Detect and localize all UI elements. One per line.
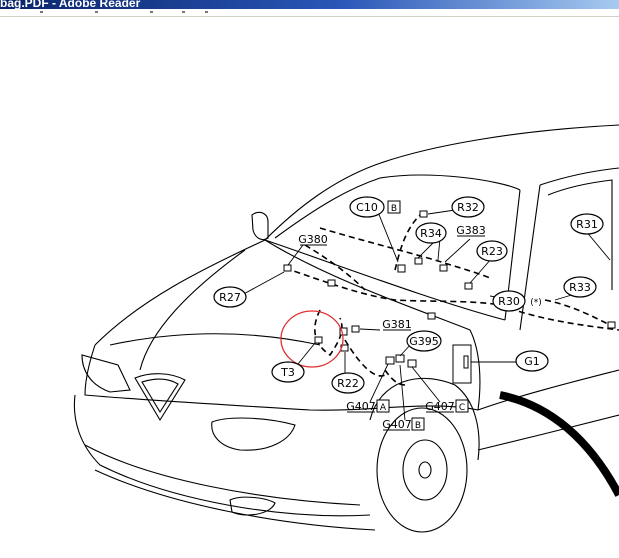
label-g407a-box: A — [380, 403, 387, 413]
harness-c10 — [394, 214, 421, 271]
roof-line — [264, 124, 619, 241]
window-title: bag.PDF - Adobe Reader — [0, 0, 141, 9]
label-r31: R31 — [576, 218, 598, 231]
label-r30-note: (*) — [530, 298, 542, 308]
front-wheel-cap — [418, 461, 432, 479]
label-t3: T3 — [280, 366, 295, 379]
toolbar-mark — [40, 11, 43, 13]
connector — [395, 354, 405, 363]
connector — [464, 282, 473, 290]
connector — [407, 359, 417, 368]
connector — [427, 312, 436, 320]
hood-front — [84, 344, 479, 411]
connector — [351, 325, 360, 333]
headlight-left — [81, 354, 131, 393]
harness-g380 — [304, 244, 366, 291]
toolbar-mark — [95, 11, 98, 13]
connector — [314, 336, 323, 344]
label-r27: R27 — [219, 291, 241, 304]
hood-left — [94, 239, 266, 346]
harness-g407 — [384, 369, 406, 386]
label-g381: G381 — [382, 318, 412, 331]
highlight-circle — [280, 310, 344, 368]
label-g407c-box: C — [459, 403, 465, 413]
sill — [477, 414, 619, 451]
harness-main — [284, 267, 501, 306]
connector — [327, 279, 336, 287]
fog-light — [229, 496, 276, 516]
toolbar-mark — [205, 11, 208, 13]
bumper-lower — [84, 444, 361, 506]
label-g407b-box: B — [415, 421, 421, 431]
connector — [414, 257, 423, 265]
front-wheel — [376, 407, 468, 533]
connector — [439, 264, 448, 272]
connector — [419, 210, 428, 218]
harness-upper — [319, 227, 491, 279]
mirror — [251, 211, 269, 241]
wiring-diagram: C10 B R32 R34 G383 R31 G380 R23 R27 R30 … — [73, 124, 619, 533]
label-r23: R23 — [481, 245, 503, 258]
label-g1: G1 — [524, 355, 540, 368]
label-r32: R32 — [457, 201, 479, 214]
hood-line-2 — [109, 333, 321, 346]
harness-r33 — [544, 299, 611, 326]
g1-module-slot — [463, 355, 469, 369]
document-view[interactable]: C10 B R32 R34 G383 R31 G380 R23 R27 R30 … — [0, 17, 619, 558]
label-g407c: G407 — [425, 400, 455, 413]
side-window — [539, 167, 619, 186]
toolbar-mark — [150, 11, 153, 13]
bumper-lip — [94, 469, 376, 531]
wheel-arch — [369, 377, 480, 461]
label-g407a: G407 — [346, 400, 376, 413]
front-bumper — [73, 394, 371, 517]
cable-arc — [499, 391, 619, 497]
window-inner — [547, 179, 613, 290]
label-g383: G383 — [456, 224, 486, 237]
connector — [283, 264, 292, 272]
label-r34: R34 — [420, 227, 442, 240]
harness-down — [344, 339, 386, 377]
connector — [385, 356, 395, 365]
label-g407b: G407 — [382, 418, 412, 431]
hood-crease — [139, 249, 246, 371]
label-r33: R33 — [569, 281, 591, 294]
connector — [397, 264, 406, 273]
window-titlebar[interactable]: bag.PDF - Adobe Reader — [0, 0, 619, 9]
label-c10: C10 — [356, 201, 378, 214]
hood-right — [264, 239, 481, 411]
grille-inner — [141, 378, 179, 414]
label-r22: R22 — [337, 377, 359, 390]
label-c10-box: B — [391, 204, 397, 214]
label-g395: G395 — [409, 335, 439, 348]
grille — [134, 373, 186, 422]
front-wheel-hub — [402, 439, 448, 501]
headlight-right — [211, 417, 296, 451]
harness-loop — [314, 309, 343, 357]
windshield-bottom — [264, 239, 506, 321]
label-g380: G380 — [298, 233, 328, 246]
connector — [339, 327, 348, 336]
side-body — [477, 369, 619, 411]
toolbar-mark — [182, 11, 185, 13]
connector — [607, 321, 616, 329]
door-pillar — [519, 184, 541, 331]
g1-module — [452, 344, 472, 384]
toolbar-strip — [0, 9, 619, 17]
label-r30: R30 — [498, 295, 520, 308]
windshield-top — [274, 174, 521, 239]
